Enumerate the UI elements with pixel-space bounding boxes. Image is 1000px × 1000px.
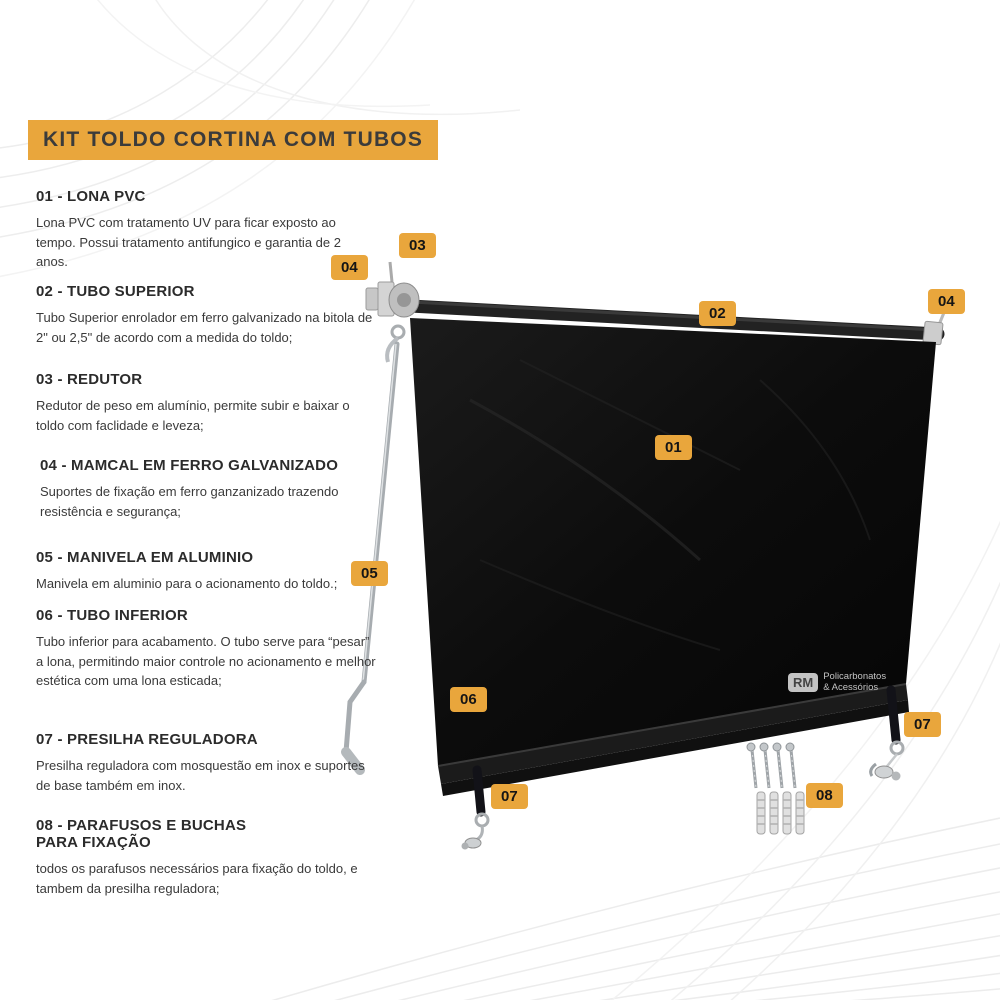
page-title: KIT TOLDO CORTINA COM TUBOS <box>28 120 439 160</box>
part-badge-07-right-clasp: 07 <box>904 712 941 737</box>
part-badge-05-crank: 05 <box>351 561 388 586</box>
spec-item-body: Presilha reguladora com mosquestão em in… <box>36 758 365 793</box>
spec-item-heading: 04 - MAMCAL EM FERRO GALVANIZADO <box>40 457 339 474</box>
wall-anchor <box>769 791 779 835</box>
spec-item-heading: 07 - PRESILHA REGULADORA <box>36 731 258 748</box>
spec-item-heading: 08 - PARAFUSOS E BUCHAS PARA FIXAÇÃO <box>36 817 247 851</box>
wall-anchor <box>782 791 792 835</box>
reducer-and-left-bracket <box>365 261 420 340</box>
spec-item-03-redutor: 03 - REDUTOR Redutor de peso em alumínio… <box>36 371 376 435</box>
bottom-tube <box>437 683 909 796</box>
part-badge-04-left-bracket: 04 <box>331 255 368 280</box>
spec-item-05-manivela: 05 - MANIVELA EM ALUMINIO Manivela em al… <box>36 549 376 594</box>
screw <box>759 742 771 789</box>
strap-clasp-left <box>461 765 490 850</box>
brand-line1: Policarbonatos <box>823 671 887 682</box>
wall-anchor <box>795 791 805 835</box>
spec-item-body: Lona PVC com tratamento UV para ficar ex… <box>36 215 341 269</box>
spec-item-heading: 01 - LONA PVC <box>36 188 146 205</box>
part-badge-04-right-bracket: 04 <box>928 289 965 314</box>
part-badge-03-redutor: 03 <box>399 233 436 258</box>
strap-clasp-right <box>869 685 905 781</box>
brand-logo: RM <box>788 673 819 693</box>
brand-watermark: RM Policarbonatos & Acessórios <box>788 671 887 694</box>
spec-item-07-presilha: 07 - PRESILHA REGULADORA Presilha regula… <box>36 731 376 795</box>
spec-item-heading: 02 - TUBO SUPERIOR <box>36 283 195 300</box>
screws-group <box>746 742 805 835</box>
spec-item-01-lona-pvc: 01 - LONA PVC Lona PVC com tratamento UV… <box>36 188 376 272</box>
wall-anchor <box>756 791 766 835</box>
spec-item-body: Redutor de peso em alumínio, permite sub… <box>36 398 350 433</box>
lona-canvas <box>410 318 936 766</box>
part-badge-06-bottom-tube: 06 <box>450 687 487 712</box>
part-badge-07-left-clasp: 07 <box>491 784 528 809</box>
spec-item-06-tubo-inferior: 06 - TUBO INFERIOR Tubo inferior para ac… <box>36 607 376 691</box>
spec-item-body: todos os parafusos necessários para fixa… <box>36 861 358 896</box>
screw <box>772 742 784 789</box>
spec-item-04-mancal: 04 - MAMCAL EM FERRO GALVANIZADO Suporte… <box>40 457 380 521</box>
spec-item-heading: 06 - TUBO INFERIOR <box>36 607 188 624</box>
screw <box>746 742 758 789</box>
spec-item-heading: 03 - REDUTOR <box>36 371 143 388</box>
spec-item-body: Manivela em aluminio para o acionamento … <box>36 576 338 591</box>
swoosh-bottom-right <box>271 520 1000 1000</box>
spec-item-08-parafusos: 08 - PARAFUSOS E BUCHAS PARA FIXAÇÃO tod… <box>36 817 376 898</box>
spec-item-heading: 05 - MANIVELA EM ALUMINIO <box>36 549 254 566</box>
screw <box>785 742 797 789</box>
part-badge-01-lona: 01 <box>655 435 692 460</box>
crank-handle <box>341 336 400 775</box>
spec-item-body: Suportes de fixação em ferro ganzanizado… <box>40 484 339 519</box>
brand-text: Policarbonatos & Acessórios <box>823 671 887 694</box>
brand-line2: & Acessórios <box>823 681 879 693</box>
part-badge-02-top-tube: 02 <box>699 301 736 326</box>
spec-item-body: Tubo Superior enrolador em ferro galvani… <box>36 310 373 345</box>
part-badge-08-screws: 08 <box>806 783 843 808</box>
spec-item-body: Tubo inferior para acabamento. O tubo se… <box>36 634 376 688</box>
spec-item-02-tubo-superior: 02 - TUBO SUPERIOR Tubo Superior enrolad… <box>36 283 376 347</box>
top-tube <box>403 299 945 341</box>
